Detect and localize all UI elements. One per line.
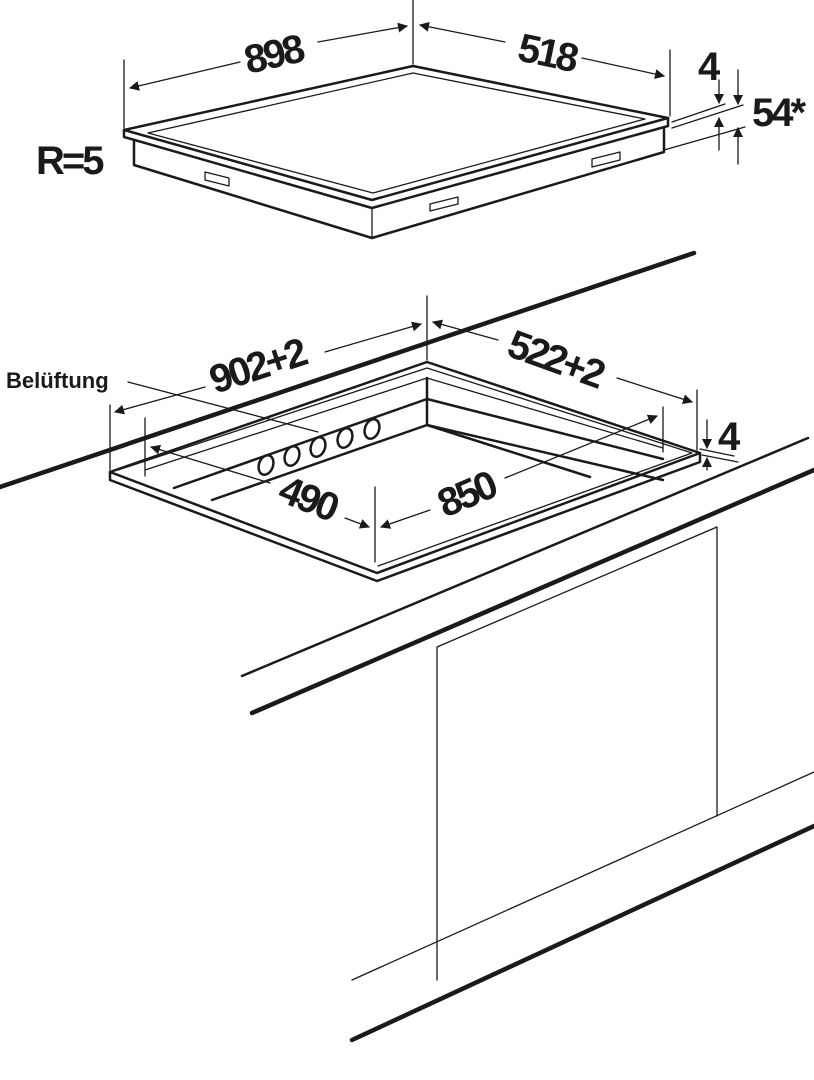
vent-hole-icon xyxy=(363,418,381,440)
depth-518-label: 518 xyxy=(514,26,582,82)
width-898-label: 898 xyxy=(240,26,309,82)
cutout-depth-label: 522+2 xyxy=(502,322,610,397)
height-54-label: 54* xyxy=(752,91,806,135)
vent-hole-icon xyxy=(257,454,275,476)
cutout: Belüftung 902+2 522+2 4 490 850 xyxy=(6,295,744,583)
radius-label: R=5 xyxy=(36,139,104,183)
slot-icon xyxy=(429,196,459,212)
slot-icon xyxy=(204,171,230,187)
cutout-edge-4-label: 4 xyxy=(718,415,741,459)
floor-line xyxy=(349,823,814,1043)
frame-4-label: 4 xyxy=(698,45,721,89)
hob-unit: 898 518 4 54* R=5 xyxy=(36,0,809,240)
cutout-width-label: 902+2 xyxy=(204,330,312,402)
vent-holes xyxy=(257,418,381,476)
worktop xyxy=(0,250,814,716)
slot-icon xyxy=(591,151,621,168)
vent-hole-icon xyxy=(283,445,301,467)
inner-depth-490-label: 490 xyxy=(273,468,345,531)
cabinet xyxy=(349,526,814,1043)
vent-hole-icon xyxy=(309,436,327,458)
vent-hole-icon xyxy=(336,427,354,449)
inner-width-850-label: 850 xyxy=(431,463,503,527)
ventilation-label: Belüftung xyxy=(6,368,109,393)
cabinet-base-line xyxy=(351,771,814,981)
